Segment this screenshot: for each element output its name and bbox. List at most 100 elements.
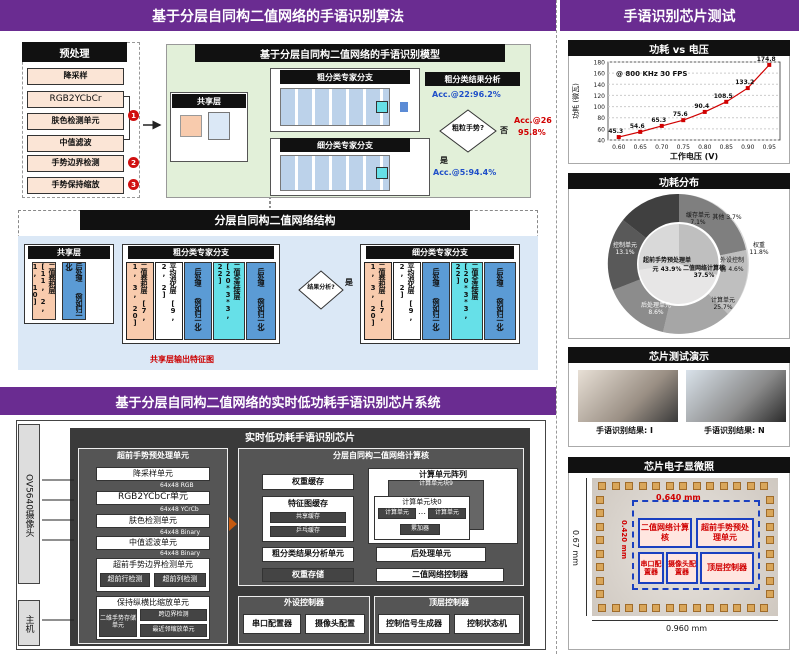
power-pie — [607, 193, 749, 334]
bond-pad — [746, 482, 755, 490]
struct-coarse-post: 后处理 （例如归一化） — [184, 262, 212, 340]
x-tick-label: 0.65 — [634, 144, 648, 151]
preprocess-title: 预处理 — [22, 42, 127, 62]
marker-2: 2 — [128, 157, 139, 168]
acc-fine: Acc.@5:94.4% — [433, 168, 497, 177]
signal-generator: 控制信号生成器 — [378, 614, 450, 634]
bond-pad — [596, 509, 604, 517]
bond-pad — [719, 604, 728, 612]
y-tick-label: 180 — [594, 60, 606, 67]
coarse-out — [400, 102, 408, 112]
feat-sub: 共享缓存 — [270, 512, 346, 523]
bond-pad — [598, 482, 606, 490]
preprocess-step: 手势边界检测 — [27, 155, 124, 172]
pie-label: 其他 3.7% — [712, 214, 742, 221]
micro-width-inner: 0.640 mm — [656, 493, 701, 502]
marker-3: 3 — [128, 179, 139, 190]
x-tick-label: 0.75 — [677, 144, 691, 151]
edge-sub: 超前行检测 — [100, 573, 150, 587]
pie-label: 缓存单元 7.1% — [685, 212, 710, 226]
fine-fc — [376, 167, 388, 179]
bond-pad — [638, 604, 647, 612]
demo-title: 芯片测试演示 — [568, 347, 790, 363]
state-machine: 控制状态机 — [454, 614, 520, 634]
pre-label: 64x48 RGB — [160, 482, 194, 489]
struct-yes: 是 — [345, 278, 353, 287]
periph-title: 外设控制器 — [284, 598, 324, 607]
power-line — [618, 64, 770, 138]
unit-block-0-title: 计算单元块0 — [402, 498, 442, 506]
coarse-fc — [376, 101, 388, 113]
bond-pad — [596, 495, 604, 504]
host-block — [18, 600, 40, 646]
test-section-title: 手语识别芯片测试 — [560, 0, 799, 31]
bond-pad — [596, 590, 604, 598]
unit-dots: … — [418, 507, 426, 516]
pie-label: 二值网络计算核 37.5% — [683, 265, 726, 279]
pre-unit: RGB2YCbCr单元 — [96, 491, 210, 505]
top-ctrl-title: 顶层控制器 — [429, 598, 469, 607]
struct-fine-conv: 二值卷积层 [7, 1, 3, 20] — [364, 262, 392, 340]
die-bnn: 二值网络计算核 — [638, 518, 692, 548]
preprocess-step: RGB2YCbCr — [27, 91, 124, 108]
pie-label: 计算单元 25.7% — [710, 297, 735, 311]
bond-pad — [625, 604, 633, 612]
compute-unit: 计算单元 — [378, 508, 416, 519]
decision-no: 否 — [500, 126, 508, 135]
bond-pad — [766, 495, 774, 504]
x-tick-label: 0.60 — [612, 144, 626, 151]
bond-pad — [625, 482, 633, 490]
decision-diamond — [439, 109, 497, 153]
bond-pad — [766, 590, 774, 598]
coarse-branch-label: 粗分类专家分支 — [280, 70, 410, 84]
y-tick-label: 80 — [597, 115, 605, 122]
micro-width: 0.960 mm — [666, 624, 708, 633]
demo-photo-1 — [578, 370, 678, 422]
bond-pad — [766, 536, 774, 544]
input-feature — [180, 115, 202, 137]
struct-decision — [298, 270, 344, 310]
struct-fine-title: 细分类专家分支 — [366, 246, 514, 259]
edge-unit-title: 超前手势边界检测单元 — [113, 560, 193, 569]
bond-pad — [766, 576, 774, 585]
bond-pad — [719, 482, 728, 490]
demo-photo-2 — [686, 370, 786, 422]
model-title: 基于分层自同构二值网络的手语识别模型 — [195, 44, 505, 62]
pre-label: 64x48 Binary — [160, 529, 201, 536]
struct-coarse-title: 粗分类专家分支 — [128, 246, 274, 259]
width-dim-line — [592, 620, 778, 621]
plot-area — [607, 61, 781, 141]
system-frame — [16, 420, 546, 650]
y-tick-label: 40 — [597, 138, 605, 145]
bond-pad — [746, 604, 755, 612]
fine-branch-label: 细分类专家分支 — [280, 138, 410, 152]
y-tick-label: 100 — [594, 104, 606, 111]
shared-layer-label: 共享层 — [172, 94, 246, 108]
bond-pad — [679, 604, 687, 612]
struct-coarse-post2: 后处理 （例如归一化） — [246, 262, 276, 340]
decision-text: 粗粒手势? — [451, 124, 485, 132]
pre-core-title: 超前手势预处理单元 — [117, 450, 189, 460]
coarse-layers — [280, 88, 390, 126]
acc-overall-value: 95.8% — [518, 128, 546, 137]
data-point — [767, 62, 772, 67]
bond-pad — [706, 604, 714, 612]
decision-yes: 是 — [440, 156, 448, 165]
feat-sub: 乒乓缓存 — [270, 526, 346, 537]
io-arrows — [42, 479, 74, 621]
data-label: 133.2 — [735, 79, 754, 86]
data-label: 174.8 — [757, 56, 776, 63]
die-top: 顶层控制器 — [700, 552, 754, 584]
bond-pad — [733, 482, 741, 490]
scale-sub: 最近邻缩放单元 — [140, 624, 207, 637]
system-section-title: 基于分层自同构二值网络的实时低功耗手语识别芯片系统 — [0, 387, 556, 415]
data-point — [681, 118, 686, 123]
bond-pad — [598, 604, 606, 612]
marker-1: 1 — [128, 110, 139, 121]
weight-cache: 权重缓存 — [262, 474, 354, 490]
struct-fine-post2: 后处理 （例如归一化） — [484, 262, 516, 340]
section-divider — [556, 0, 557, 654]
micro-height-inner: 0.420 mm — [620, 520, 628, 560]
core-arrow — [229, 517, 237, 531]
